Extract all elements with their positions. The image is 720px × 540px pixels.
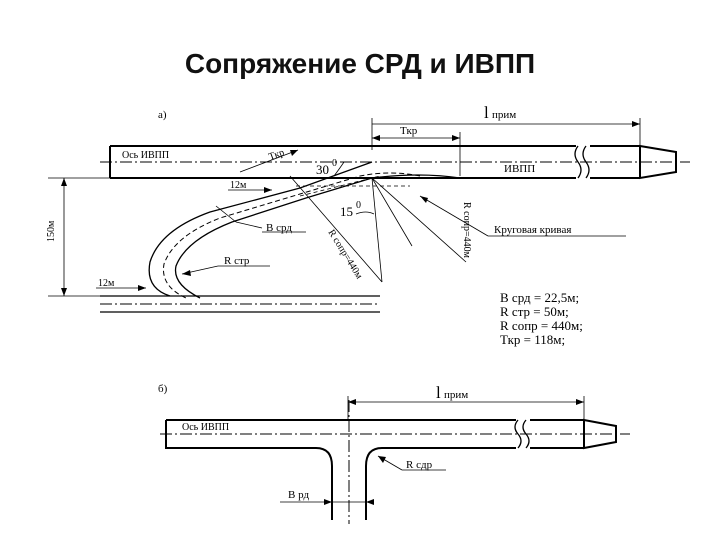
angle-30-label: 30 bbox=[316, 162, 329, 177]
r-str-label: R стр bbox=[224, 255, 250, 267]
t-kr-dimension: Ткр bbox=[372, 125, 461, 176]
r-sdr-label: R сдр bbox=[406, 459, 433, 471]
runway-label-a: ИВПП bbox=[504, 163, 535, 175]
b-srd-label: В срд bbox=[266, 222, 292, 234]
l-prim-dimension-b: l прим bbox=[347, 383, 585, 420]
param-r-sopr: R сопр = 440м; bbox=[500, 318, 583, 333]
diagram-a-label: а) bbox=[158, 109, 167, 121]
axis-label-b: Ось ИВПП bbox=[182, 422, 229, 433]
dim-12m-bottom: 12м bbox=[98, 278, 115, 289]
l-prim-label-b: l bbox=[436, 383, 441, 402]
dim-12m-top: 12м bbox=[230, 180, 247, 191]
runway-b bbox=[160, 400, 630, 524]
diagram-b: б) l прим Ось ИВПП R сдр bbox=[158, 383, 630, 524]
dim-150m: 150м bbox=[46, 220, 57, 242]
skew-taxiway bbox=[148, 161, 461, 299]
l-prim-subscript-b: прим bbox=[444, 389, 468, 401]
param-r-str: R стр = 50м; bbox=[500, 304, 569, 319]
svg-text:0: 0 bbox=[332, 158, 337, 169]
r-sopr-vertical-label: R сопр=440м bbox=[461, 202, 472, 259]
l-prim-subscript: прим bbox=[492, 109, 516, 121]
t-kr-label: Ткр bbox=[400, 125, 418, 137]
parameters-list: В срд = 22,5м; R стр = 50м; R сопр = 440… bbox=[500, 290, 583, 347]
angle-15-label: 15 bbox=[340, 204, 353, 219]
axis-label-a: Ось ИВПП bbox=[122, 150, 169, 161]
t-kr-diagonal-label: Ткр bbox=[267, 147, 286, 163]
param-t-kr: Ткр = 118м; bbox=[500, 332, 565, 347]
param-b-srd: В срд = 22,5м; bbox=[500, 290, 579, 305]
diagram-b-label: б) bbox=[158, 383, 168, 395]
r-sopr-diagonal-label: R сопр=440м bbox=[325, 228, 364, 282]
slide-title: Сопряжение СРД и ИВПП bbox=[184, 48, 536, 79]
circular-curve-label: Круговая кривая bbox=[494, 224, 571, 236]
l-prim-dimension: l прим bbox=[371, 103, 641, 150]
angle-marks: 30 0 15 0 bbox=[316, 158, 375, 219]
b-rd-label: В рд bbox=[288, 489, 309, 501]
runway-a bbox=[100, 144, 690, 180]
diagram-a: а) l прим Ткр bbox=[46, 103, 690, 347]
svg-text:0: 0 bbox=[356, 200, 361, 211]
l-prim-label: l bbox=[484, 103, 489, 122]
